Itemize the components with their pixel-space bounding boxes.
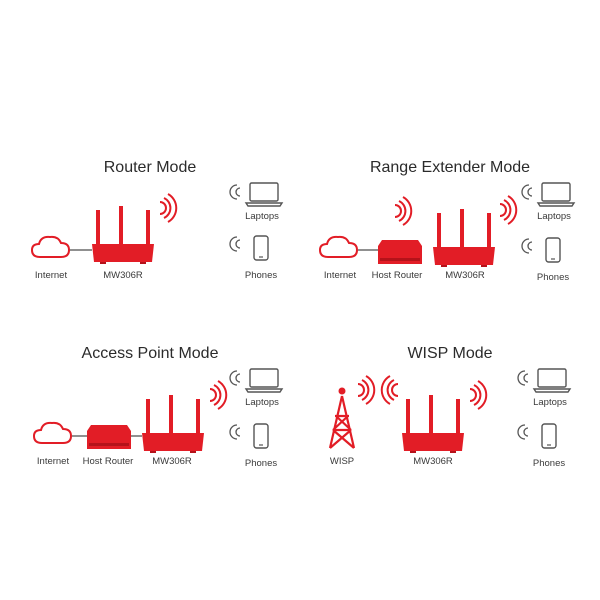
phones-label: Phones: [244, 270, 278, 281]
wisp-tower-icon: [328, 387, 356, 449]
range-extender-diagram: [319, 182, 575, 267]
phone-icon: [253, 423, 269, 449]
wifi-waves-icon: [357, 375, 376, 405]
phones-label: Phones: [536, 272, 570, 283]
wifi-waves-icon: [380, 375, 399, 405]
panel-title: WISP Mode: [407, 345, 493, 362]
panel-range-extender-mode: Range Extender Mode Internet Host Router…: [300, 0, 600, 300]
laptops-label: Laptops: [245, 397, 279, 408]
device-label: MW306R: [445, 270, 485, 281]
router-mode-diagram: [31, 182, 283, 264]
router-icon: [402, 395, 464, 453]
wifi-small-icon: [229, 370, 241, 386]
laptop-icon: [533, 368, 571, 393]
wifi-waves-icon: [469, 380, 488, 410]
phones-label: Phones: [532, 458, 566, 469]
panel-title: Range Extender Mode: [369, 159, 531, 176]
host-router-label: Host Router: [82, 456, 134, 467]
wifi-waves-icon: [209, 380, 228, 410]
device-label: MW306R: [413, 456, 453, 467]
device-label: MW306R: [103, 270, 143, 281]
device-label: MW306R: [152, 456, 192, 467]
panel-access-point-mode: Access Point Mode Internet Host Router M…: [0, 186, 300, 486]
phone-icon: [541, 423, 557, 449]
panel-title: Access Point Mode: [81, 345, 219, 362]
internet-cloud-icon: [33, 421, 72, 444]
laptops-label: Laptops: [537, 211, 571, 222]
panel-title: Router Mode: [103, 159, 197, 176]
panel-wisp-mode: WISP Mode WISP MW306R Laptops Phones: [300, 186, 600, 486]
internet-label: Internet: [36, 456, 70, 467]
wifi-small-icon: [517, 424, 529, 440]
phones-label: Phones: [244, 458, 278, 469]
laptops-label: Laptops: [245, 211, 279, 222]
host-router-icon: [87, 425, 131, 449]
internet-label: Internet: [34, 270, 68, 281]
host-router-label: Host Router: [371, 270, 423, 281]
panel-router-mode: Router Mode Internet MW306R Laptops Phon…: [0, 0, 300, 300]
wifi-small-icon: [229, 424, 241, 440]
wifi-small-icon: [517, 370, 529, 386]
access-point-diagram: [33, 368, 283, 453]
router-icon: [142, 395, 204, 453]
internet-label: Internet: [323, 270, 357, 281]
wisp-diagram: [328, 368, 571, 453]
laptops-label: Laptops: [533, 397, 567, 408]
laptop-icon: [245, 368, 283, 393]
wisp-label: WISP: [329, 456, 355, 467]
